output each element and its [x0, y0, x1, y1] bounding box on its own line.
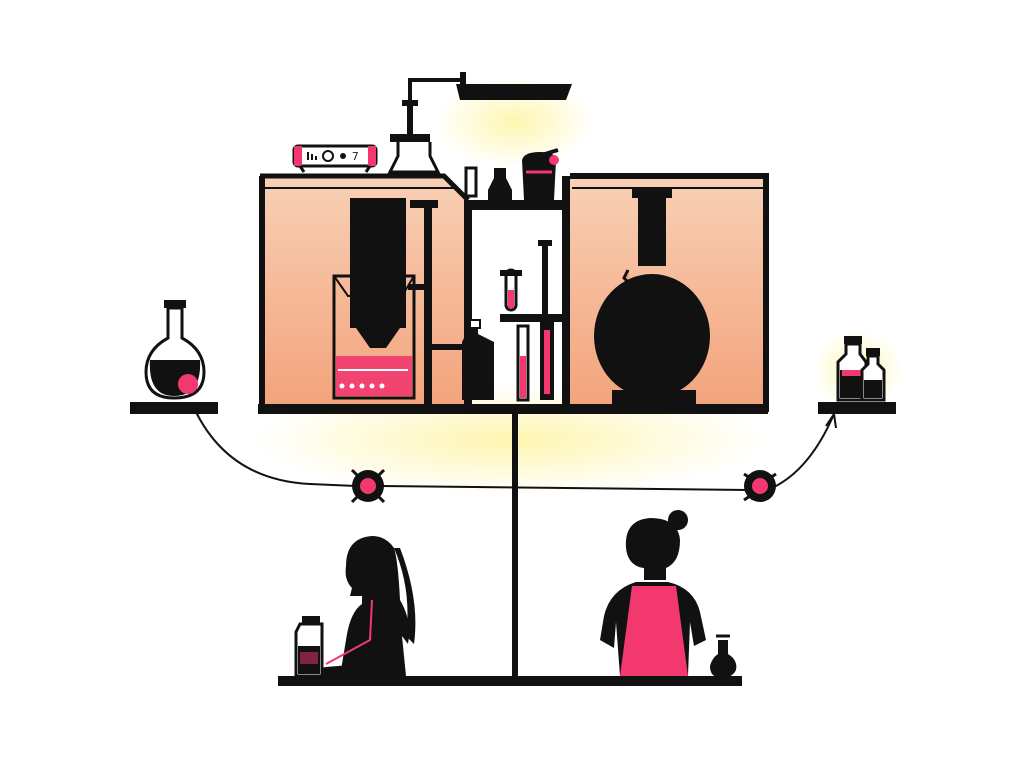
overhead-lamp [408, 72, 572, 100]
cabinet-base [258, 404, 768, 414]
lab-device: 7 [292, 144, 378, 173]
center-pole [512, 412, 518, 680]
left-side-shelf [130, 300, 218, 414]
bottom-table [278, 676, 742, 686]
right-node [743, 470, 777, 502]
middle-shelving [462, 176, 570, 412]
person-left [294, 536, 416, 678]
right-side-shelf [818, 336, 896, 414]
clamp-stand [387, 100, 441, 174]
device-display: 7 [352, 150, 359, 163]
right-cabinet [570, 173, 769, 412]
top-shelf-items [464, 148, 559, 200]
person-right [600, 510, 737, 678]
connection-lines [195, 411, 837, 491]
left-cabinet [259, 173, 470, 412]
left-node [350, 468, 386, 504]
